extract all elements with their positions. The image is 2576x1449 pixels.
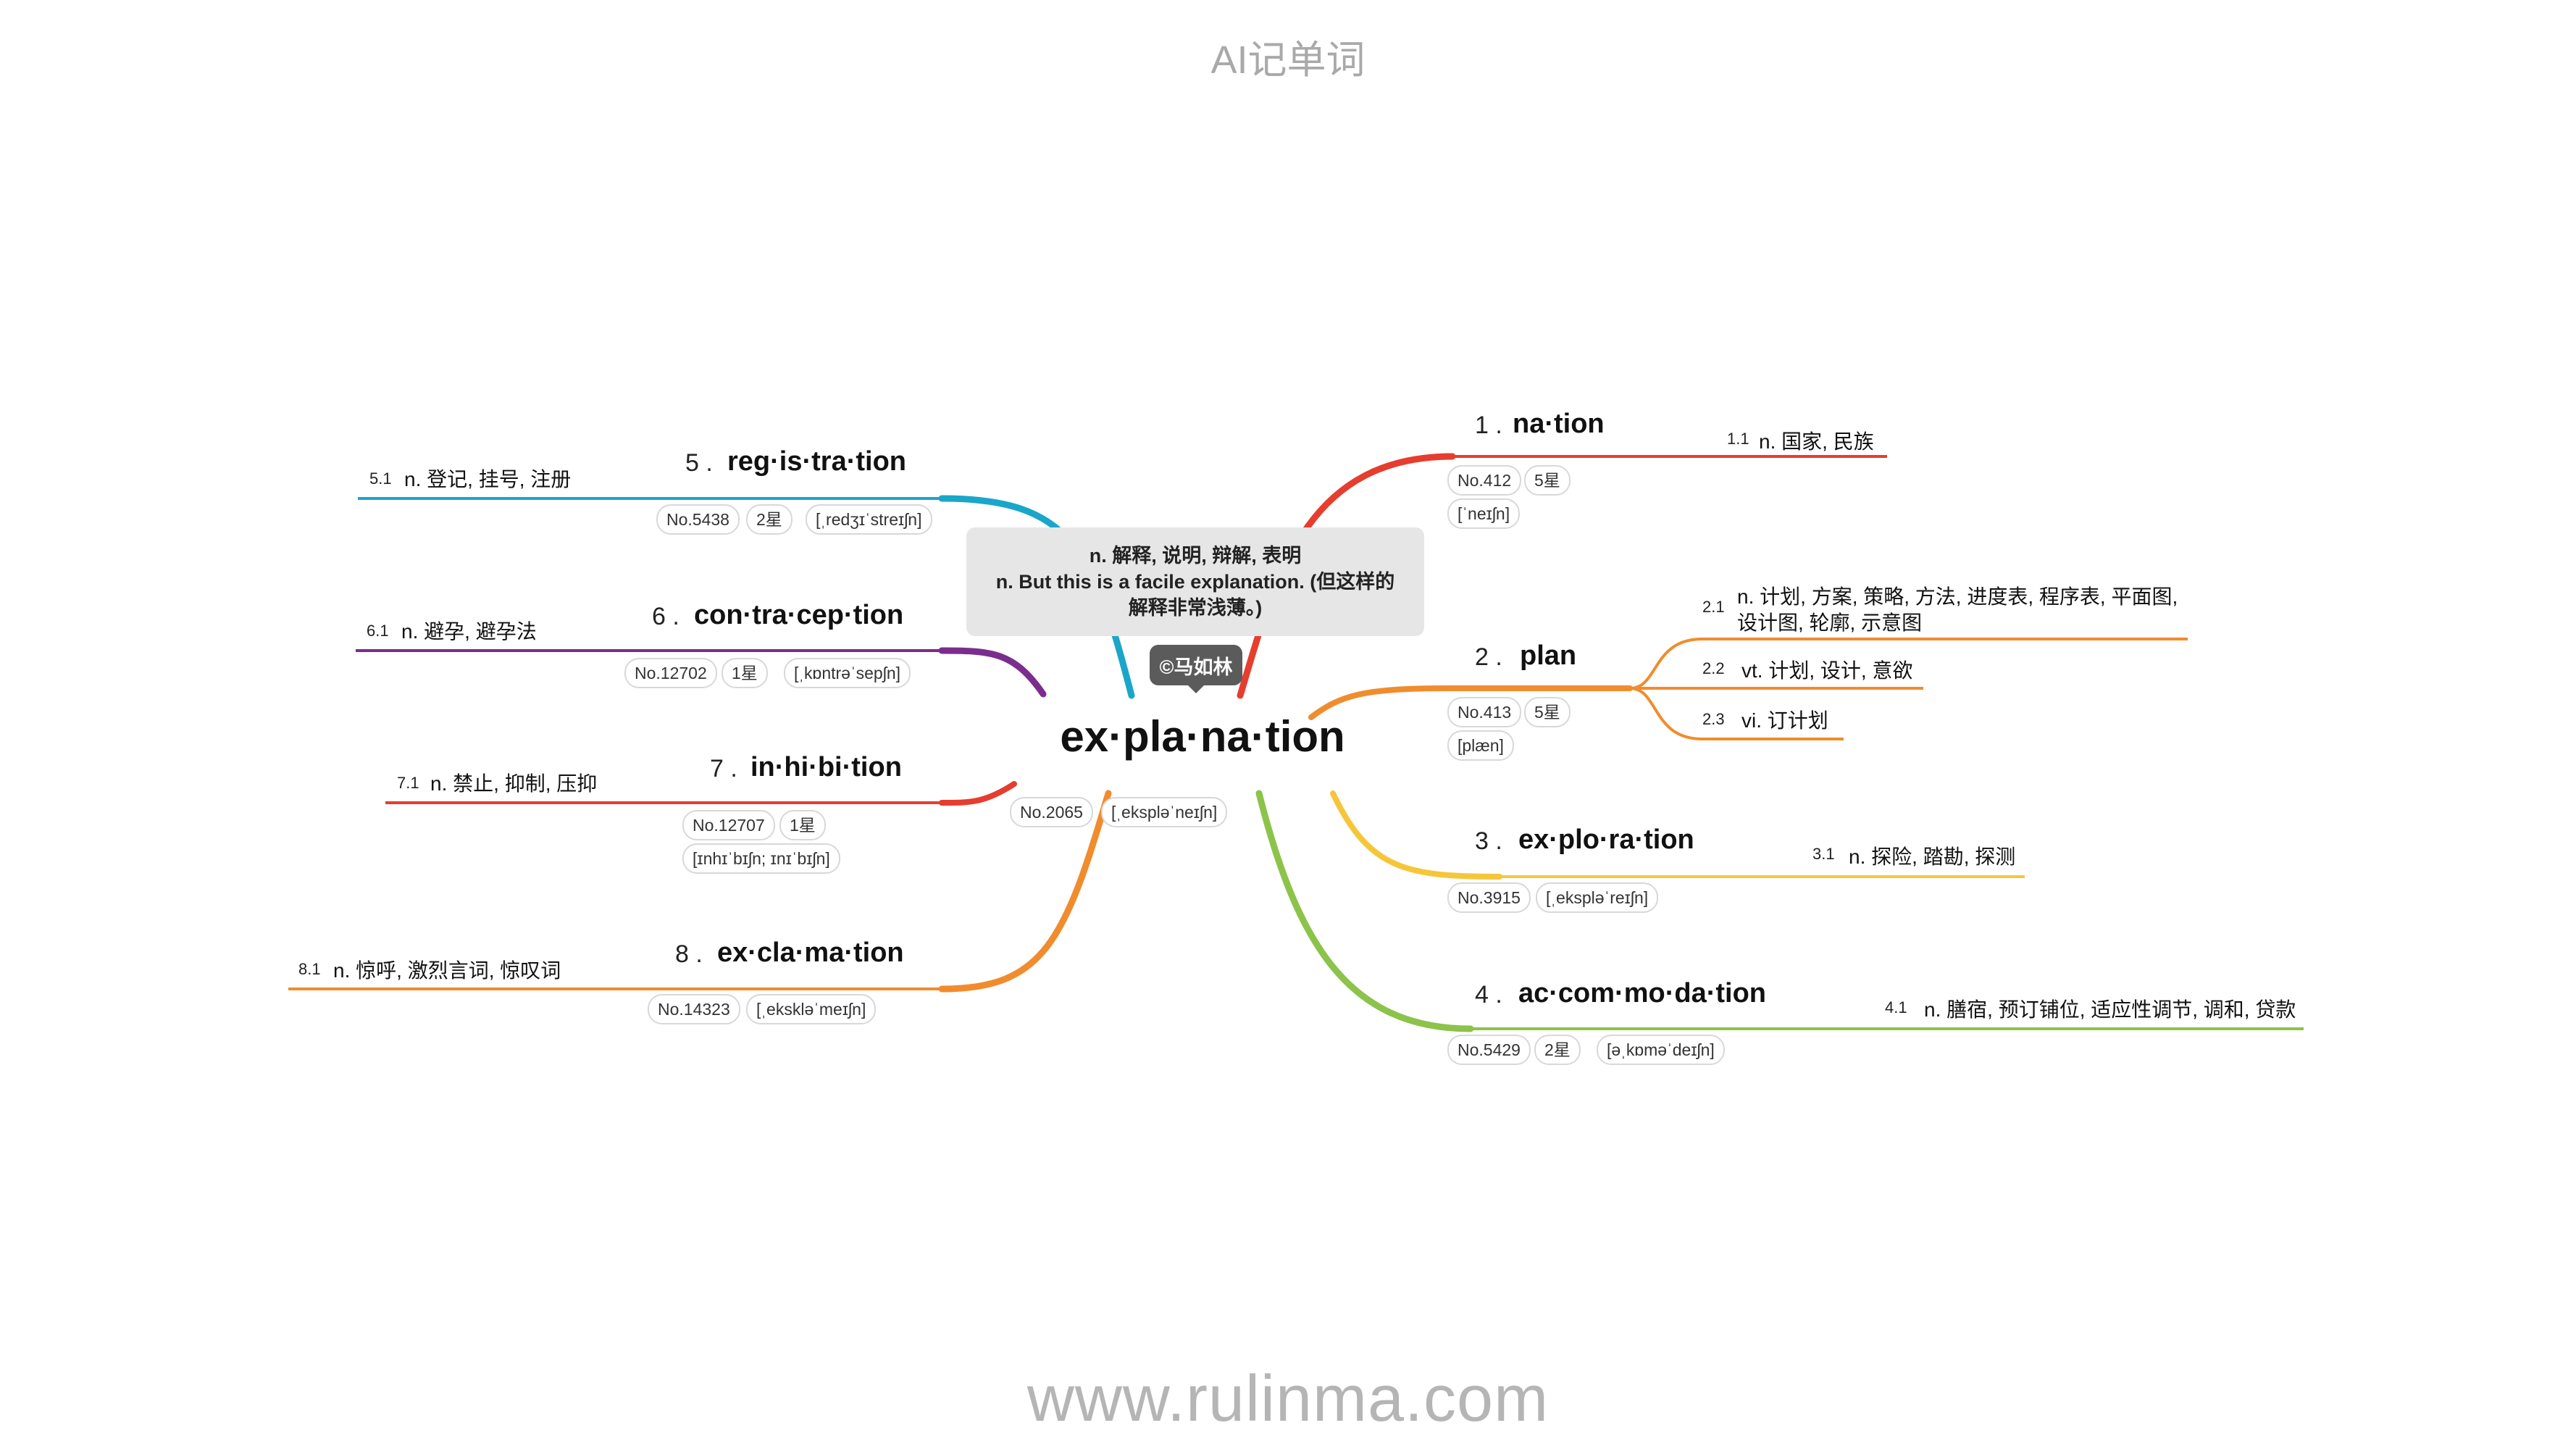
branch-7-word[interactable]: in·hi·bi·tion bbox=[750, 752, 902, 782]
leaf-2-3-definition[interactable]: vi. 订计划 bbox=[1741, 709, 1828, 732]
branch-5-stars-tag: 2星 bbox=[746, 504, 793, 535]
branch-3-phonetic-tag: [ˌekspləˈreɪʃn] bbox=[1536, 882, 1659, 913]
connector-branch-4 bbox=[1255, 790, 1474, 1032]
branch-2-word[interactable]: plan bbox=[1520, 640, 1577, 671]
leaf-2-2-number: 2.2 bbox=[1702, 659, 1725, 677]
connector-branch-3 bbox=[1330, 790, 1502, 880]
branch-5-word[interactable]: reg·is·tra·tion bbox=[727, 446, 906, 477]
footer-url[interactable]: www.rulinma.com bbox=[1026, 1363, 1550, 1435]
branch-4-phonetic-tag: [əˌkɒməˈdeɪʃn] bbox=[1597, 1035, 1725, 1065]
branch-8-phonetic-tag: [ˌekskləˈmeɪʃn] bbox=[746, 994, 877, 1024]
connector-leaf-2-1 bbox=[1629, 638, 2188, 690]
branch-4-number: 4 . bbox=[1475, 981, 1502, 1009]
branch-8-word[interactable]: ex·cla·ma·tion bbox=[717, 938, 904, 968]
connector-leaf-2-3 bbox=[1629, 687, 1844, 740]
callout-line-3: 解释非常浅薄。) bbox=[1128, 597, 1263, 619]
branch-1-stars-tag: 5星 bbox=[1524, 465, 1571, 496]
branch-2-number-tag: No.413 bbox=[1447, 697, 1522, 727]
leaf-3-1-definition[interactable]: n. 探险, 踏勘, 探测 bbox=[1849, 845, 2016, 868]
leaf-1-1-number: 1.1 bbox=[1727, 430, 1749, 448]
leaf-5-1-definition[interactable]: n. 登记, 挂号, 注册 bbox=[404, 468, 572, 490]
branch-1-word[interactable]: na·tion bbox=[1513, 409, 1605, 439]
leaf-8-1-number: 8.1 bbox=[298, 960, 321, 978]
connector-branch-7 bbox=[939, 781, 1017, 806]
branch-2-stars-tag: 5星 bbox=[1524, 697, 1571, 727]
branch-7-number-tag: No.12707 bbox=[682, 810, 775, 840]
branch-2-phonetic-tag: [plæn] bbox=[1447, 730, 1514, 761]
leaf-6-1-definition[interactable]: n. 避孕, 避孕法 bbox=[401, 620, 537, 643]
callout-line-1: n. 解释, 说明, 辩解, 表明 bbox=[1089, 545, 1302, 567]
leaf-8-1-definition[interactable]: n. 惊呼, 激烈言词, 惊叹词 bbox=[333, 959, 561, 982]
copyright-badge: ©马如林 bbox=[1150, 645, 1242, 685]
central-phonetic-tag: [ˌekspləˈneɪʃn] bbox=[1101, 797, 1228, 827]
connector-branch-2 bbox=[1308, 685, 1633, 720]
leaf-2-1-definition-line-1[interactable]: n. 计划, 方案, 策略, 方法, 进度表, 程序表, 平面图, bbox=[1737, 585, 2178, 608]
branch-3-number: 3 . bbox=[1475, 827, 1502, 855]
central-topic-word[interactable]: ex·pla·na·tion bbox=[1060, 712, 1345, 761]
branch-6-number-tag: No.12702 bbox=[624, 658, 717, 688]
leaf-2-1-number: 2.1 bbox=[1702, 598, 1725, 616]
branch-7-number: 7 . bbox=[710, 755, 737, 782]
branch-6-stars-tag: 1星 bbox=[722, 658, 768, 688]
branch-8-number-tag: No.14323 bbox=[648, 994, 740, 1024]
leaf-5-1-number: 5.1 bbox=[369, 469, 392, 488]
leaf-7-1-definition[interactable]: n. 禁止, 抑制, 压抑 bbox=[430, 772, 598, 795]
leaf-4-1-number: 4.1 bbox=[1885, 998, 1907, 1016]
connector-branch-6 bbox=[938, 647, 1047, 698]
leaf-1-1-definition[interactable]: n. 国家, 民族 bbox=[1759, 430, 1874, 453]
leaf-2-1-definition-line-2[interactable]: 设计图, 轮廓, 示意图 bbox=[1737, 611, 1923, 634]
leaf-6-1-number: 6.1 bbox=[367, 622, 389, 640]
callout-line-2: n. But this is a facile explanation. (但这… bbox=[995, 571, 1395, 593]
branch-2-number: 2 . bbox=[1475, 643, 1502, 671]
branch-7-stars-tag: 1星 bbox=[779, 810, 826, 840]
branch-3-word[interactable]: ex·plo·ra·tion bbox=[1518, 824, 1694, 855]
connector-branch-8 bbox=[938, 790, 1112, 993]
leaf-2-2-definition[interactable]: vt. 计划, 设计, 意欲 bbox=[1741, 659, 1913, 682]
leaf-2-3-number: 2.3 bbox=[1702, 710, 1725, 728]
copyright-pointer bbox=[1187, 685, 1205, 693]
branch-7-phonetic-tag: [ɪnhɪˈbɪʃn; ɪnɪˈbɪʃn] bbox=[682, 843, 840, 874]
branch-1-phonetic-tag: [ˈneɪʃn] bbox=[1447, 498, 1521, 529]
definition-callout: n. 解释, 说明, 辩解, 表明 n. But this is a facil… bbox=[966, 527, 1424, 636]
branch-5-phonetic-tag: [ˌredʒɪˈstreɪʃn] bbox=[806, 504, 932, 535]
branch-5-number-tag: No.5438 bbox=[656, 504, 740, 535]
branch-1-number: 1 . bbox=[1475, 412, 1502, 439]
branch-8-number: 8 . bbox=[675, 940, 703, 968]
leaf-7-1-number: 7.1 bbox=[397, 774, 419, 792]
branch-6-phonetic-tag: [ˌkɒntrəˈsepʃn] bbox=[784, 658, 911, 688]
branch-4-number-tag: No.5429 bbox=[1447, 1035, 1531, 1065]
branch-4-word[interactable]: ac·com·mo·da·tion bbox=[1518, 978, 1766, 1009]
central-number-tag: No.2065 bbox=[1010, 797, 1093, 827]
branch-5-number: 5 . bbox=[685, 449, 713, 477]
app-title: AI记单词 bbox=[1210, 38, 1366, 82]
branch-3-number-tag: No.3915 bbox=[1447, 882, 1531, 913]
branch-1-number-tag: No.412 bbox=[1447, 465, 1522, 496]
branch-6-number: 6 . bbox=[652, 603, 679, 630]
leaf-3-1-number: 3.1 bbox=[1812, 845, 1835, 863]
leaf-4-1-definition[interactable]: n. 膳宿, 预订铺位, 适应性调节, 调和, 贷款 bbox=[1924, 998, 2296, 1021]
branch-6-word[interactable]: con·tra·cep·tion bbox=[694, 600, 904, 630]
branch-4-stars-tag: 2星 bbox=[1534, 1035, 1581, 1065]
